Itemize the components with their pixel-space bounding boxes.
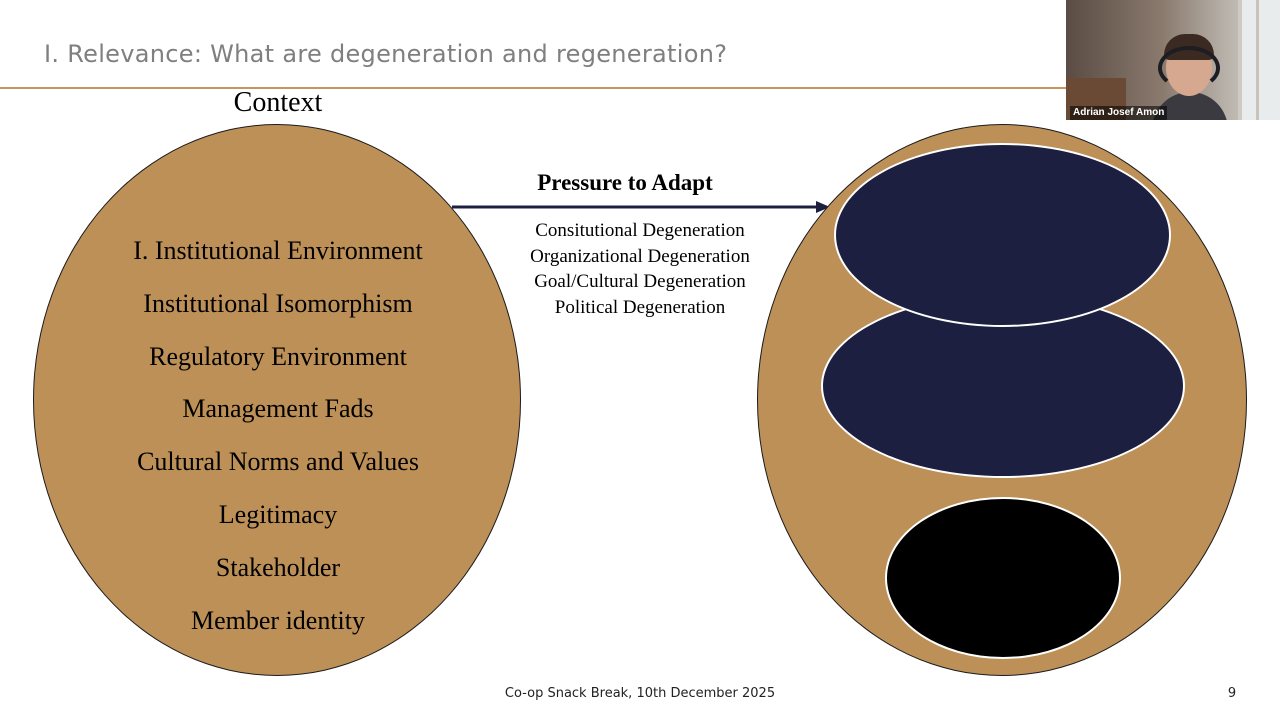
context-factor: Member identity (190, 605, 365, 635)
context-factor: Stakeholder (215, 552, 341, 582)
context-factor: Cultural Norms and Values (137, 447, 419, 477)
context-factor: Legitimacy (218, 499, 338, 529)
context-ellipse (33, 124, 521, 676)
video-window-frame (1256, 0, 1259, 120)
slide-footer: Co-op Snack Break, 10th December 2025 (504, 686, 776, 701)
degeneration-item: Organizational Degeneration (530, 245, 750, 267)
context-factor-list: I. Institutional Environment Institution… (33, 228, 523, 650)
slide-page-number: 9 (1227, 686, 1237, 701)
headset-icon (1158, 46, 1220, 90)
participant-name-label: Adrian Josef Amon (1070, 106, 1168, 120)
inner-ellipse-bottom (885, 497, 1121, 659)
participant-video-tile[interactable] (1066, 0, 1280, 120)
title-divider (0, 87, 1066, 89)
context-factor: Management Fads (182, 394, 374, 424)
context-factor: I. Institutional Environment (133, 236, 423, 265)
context-label: Context (233, 87, 323, 118)
pressure-to-adapt-label: Pressure to Adapt (537, 170, 713, 195)
degeneration-item: Consitutional Degeneration (535, 220, 745, 241)
pressure-arrow-head (816, 201, 830, 213)
degeneration-item: Goal/Cultural Degeneration (534, 271, 746, 292)
context-factor: Regulatory Environment (149, 341, 407, 371)
degeneration-item: Political Degeneration (554, 296, 726, 318)
inner-ellipse-top (834, 143, 1171, 327)
slide-title: I. Relevance: What are degeneration and … (44, 40, 728, 68)
degeneration-list: Consitutional Degeneration Organizationa… (500, 218, 780, 320)
context-factor: Institutional Isomorphism (143, 288, 413, 318)
video-window (1238, 0, 1280, 120)
